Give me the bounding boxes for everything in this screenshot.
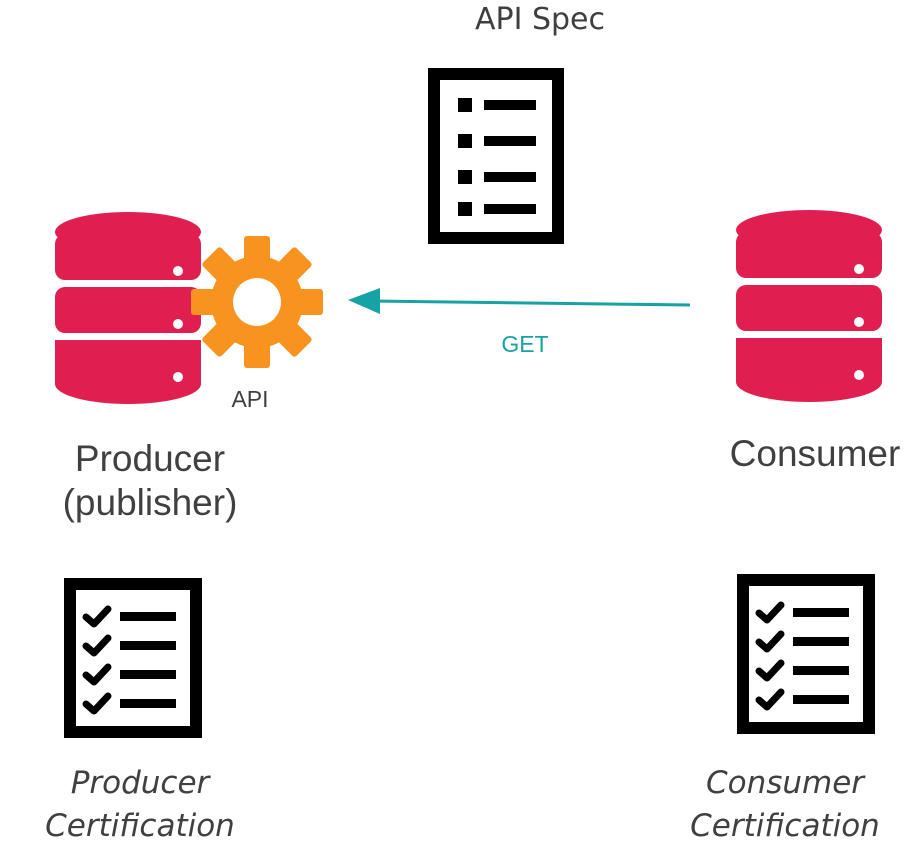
api-spec-title: API Spec (474, 2, 606, 37)
consumer-name: Consumer (729, 433, 901, 474)
producer-certification-line2: Certification (45, 808, 235, 844)
api-label: API (231, 386, 269, 412)
consumer-certification-label: Consumer Certification (640, 762, 923, 848)
get-request-label: GET (501, 331, 549, 357)
producer-database-icon (55, 212, 201, 404)
consumer-database-icon (736, 210, 882, 402)
producer-name: Producer (publisher) (0, 437, 300, 525)
producer-certification-label: Producer Certification (0, 762, 290, 848)
api-spec-document-icon (428, 68, 564, 244)
consumer-checklist-icon (737, 574, 875, 734)
producer-checklist-icon (64, 578, 202, 738)
consumer-certification-line2: Certification (690, 808, 880, 844)
get-request-arrow (348, 288, 691, 314)
producer-certification-line1: Producer (70, 765, 210, 801)
api-gear-icon (191, 236, 323, 368)
producer-name-line1: Producer (74, 438, 226, 479)
producer-name-line2: (publisher) (62, 482, 238, 523)
consumer-certification-line1: Consumer (705, 765, 865, 801)
